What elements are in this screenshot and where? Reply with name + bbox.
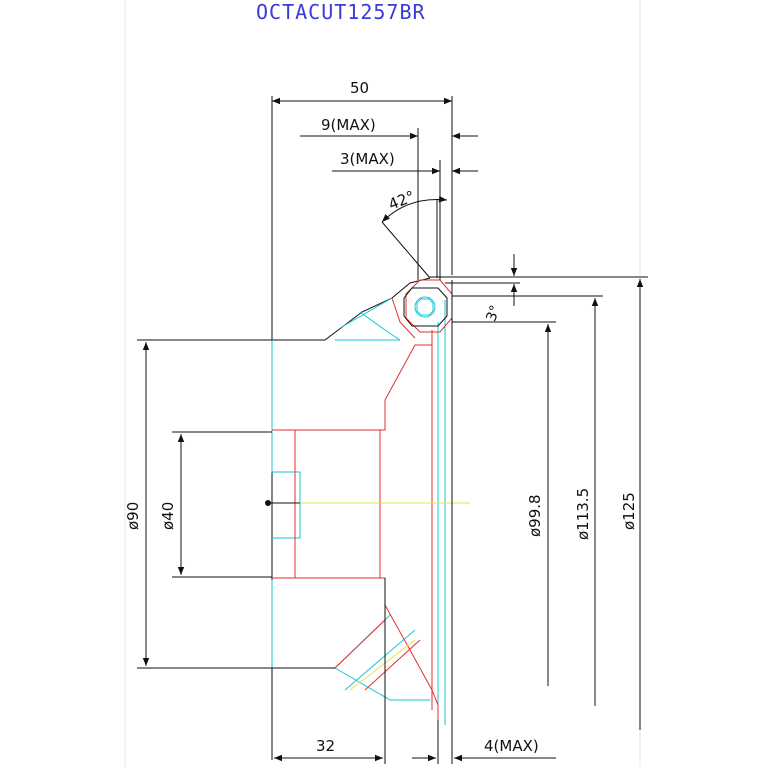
centerlines xyxy=(270,502,470,691)
part-outline-top xyxy=(271,277,431,760)
dim-bottom-32: 32 xyxy=(274,578,386,764)
page-guides xyxy=(124,0,641,767)
drawing-title: OCTACUT1257BR xyxy=(256,0,426,24)
label-dia-125: ø125 xyxy=(620,492,638,530)
part-outline-cyan xyxy=(271,297,446,725)
label-3-deg: 3° xyxy=(484,303,504,323)
dim-top-width: 50 xyxy=(271,79,453,340)
label-32: 32 xyxy=(316,737,335,755)
dim-dia-99-8: ø99.8 xyxy=(452,321,556,686)
label-dia-113-5: ø113.5 xyxy=(574,488,592,540)
dim-dia-125: ø125 xyxy=(620,279,644,730)
part-section-red xyxy=(272,297,439,720)
dim-angle-42: 42° xyxy=(381,187,448,279)
octagon-insert xyxy=(403,279,453,333)
label-3-max: 3(MAX) xyxy=(340,150,395,168)
dim-4-max: 4(MAX) xyxy=(412,280,556,764)
dim-dia-40: ø40 xyxy=(159,431,272,578)
dim-3-max: 3(MAX) xyxy=(332,150,478,280)
label-dia-40: ø40 xyxy=(159,502,177,530)
dim-dia-113-5: ø113.5 xyxy=(452,295,603,706)
dim-angle-3: 3° xyxy=(430,254,648,324)
label-4-max: 4(MAX) xyxy=(484,737,539,755)
label-dia-90: ø90 xyxy=(124,502,142,530)
label-50: 50 xyxy=(350,79,369,97)
label-42-deg: 42° xyxy=(386,187,417,214)
dim-dia-90: ø90 xyxy=(124,339,335,669)
label-9-max: 9(MAX) xyxy=(321,116,376,134)
label-dia-99-8: ø99.8 xyxy=(526,494,544,537)
